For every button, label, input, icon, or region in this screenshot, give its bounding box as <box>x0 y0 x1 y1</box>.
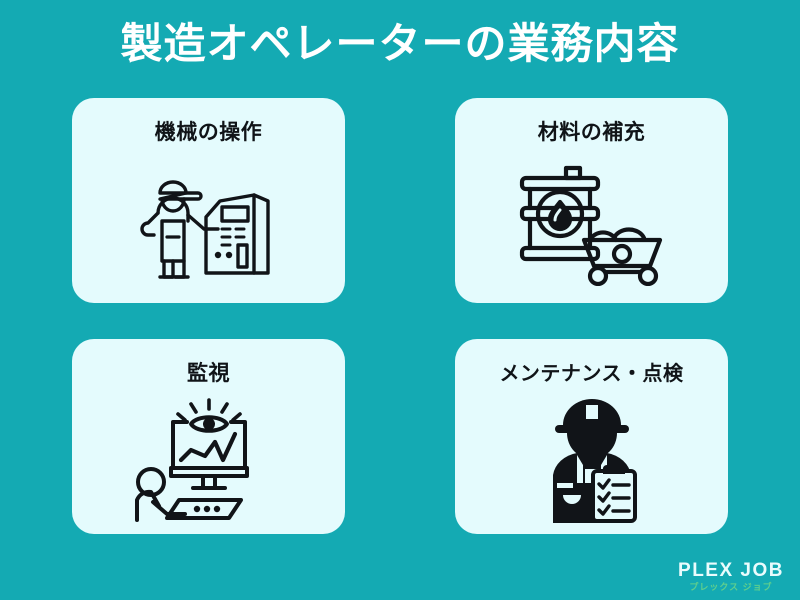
task-card-grid: 機械の操作 <box>72 98 728 534</box>
monitor-with-eye-and-chart-icon <box>72 387 345 534</box>
logo-subtitle: プレックス ジョブ <box>689 582 773 592</box>
plex-job-logo: PLEX JOB プレックス ジョブ <box>678 561 784 592</box>
task-card-maintenance-inspection[interactable]: メンテナンス・点検 <box>455 339 728 534</box>
card-label: 機械の操作 <box>154 121 263 144</box>
card-label: 材料の補充 <box>537 121 646 144</box>
card-label: メンテナンス・点検 <box>499 363 684 385</box>
page-title: 製造オペレーターの業務内容 <box>120 20 680 67</box>
operator-at-control-panel-icon <box>72 146 345 303</box>
oil-drum-and-material-cart-icon <box>455 146 728 303</box>
task-card-monitoring[interactable]: 監視 <box>72 339 345 534</box>
task-card-machine-operation[interactable]: 機械の操作 <box>72 98 345 303</box>
card-label: 監視 <box>187 362 230 385</box>
logo-wordmark: PLEX JOB <box>678 560 784 581</box>
worker-with-checklist-clipboard-icon <box>455 386 728 534</box>
task-card-material-replenishment[interactable]: 材料の補充 <box>455 98 728 303</box>
